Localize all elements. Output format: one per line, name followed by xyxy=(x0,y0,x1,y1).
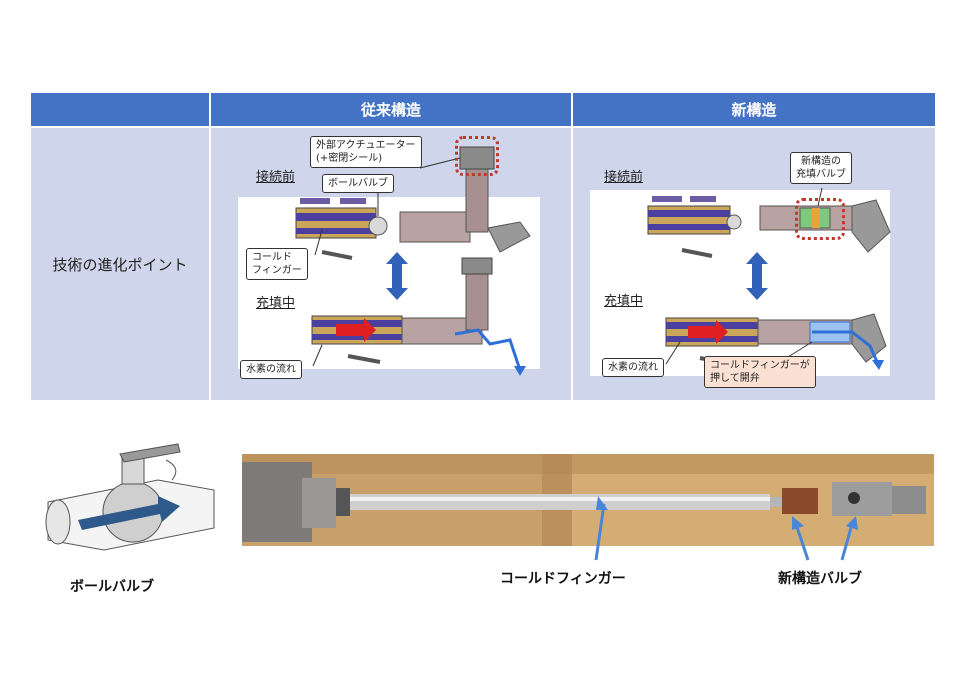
cold-finger-pointer xyxy=(594,503,606,561)
old-flow-red-arrow xyxy=(336,318,376,342)
parts-photo xyxy=(242,454,934,546)
row-label: 技術の進化ポイント xyxy=(31,128,209,400)
ball-valve-illustration xyxy=(45,443,215,551)
new-valve-highlight xyxy=(795,198,845,240)
old-flow-blue-line xyxy=(454,328,522,371)
new-valve-part-2 xyxy=(832,482,892,516)
new-valve-caption: 新構造バルブ xyxy=(778,571,862,587)
old-label-before: 接続前 xyxy=(256,170,296,185)
new-valve-part-1 xyxy=(782,488,818,514)
new-callout-push: コールドフィンガーが 押して開弁 xyxy=(704,356,816,388)
cold-finger-base xyxy=(242,462,312,542)
old-callout-actuator: 外部アクチュエーター (+密閉シール) xyxy=(310,136,422,168)
new-callout-hydrogen: 水素の流れ xyxy=(602,358,664,377)
old-top-nozzle xyxy=(399,211,471,243)
row-label-text: 技術の進化ポイント xyxy=(52,255,188,274)
header-empty xyxy=(31,93,209,126)
valve-pointer-2 xyxy=(840,523,854,561)
old-callout-ball-valve: ボールバルブ xyxy=(322,174,394,193)
old-ball-valve-shape xyxy=(368,216,388,236)
new-label-before: 接続前 xyxy=(604,170,644,185)
cold-finger-caption: コールドフィンガー xyxy=(500,571,626,587)
valve-handle xyxy=(119,443,181,463)
header-new-structure: 新構造 xyxy=(573,93,935,126)
new-callout-valve: 新構造の 充填バルブ xyxy=(790,152,852,184)
old-transition-arrow xyxy=(392,262,402,290)
flow-arrow xyxy=(78,496,180,530)
new-flow-blue-line xyxy=(812,330,880,365)
new-label-filling: 充填中 xyxy=(604,294,644,309)
new-transition-arrow xyxy=(752,262,762,290)
old-callout-hydrogen: 水素の流れ xyxy=(240,360,302,379)
ball-valve-caption: ボールバルブ xyxy=(70,579,154,595)
old-callout-cold-finger: コールド フィンガー xyxy=(246,248,308,280)
old-label-filling: 充填中 xyxy=(256,296,296,311)
new-flow-red-arrow xyxy=(688,320,728,344)
header-old-structure: 従来構造 xyxy=(211,93,571,126)
valve-pointer-1 xyxy=(794,523,810,561)
old-actuator-highlight xyxy=(455,136,499,176)
